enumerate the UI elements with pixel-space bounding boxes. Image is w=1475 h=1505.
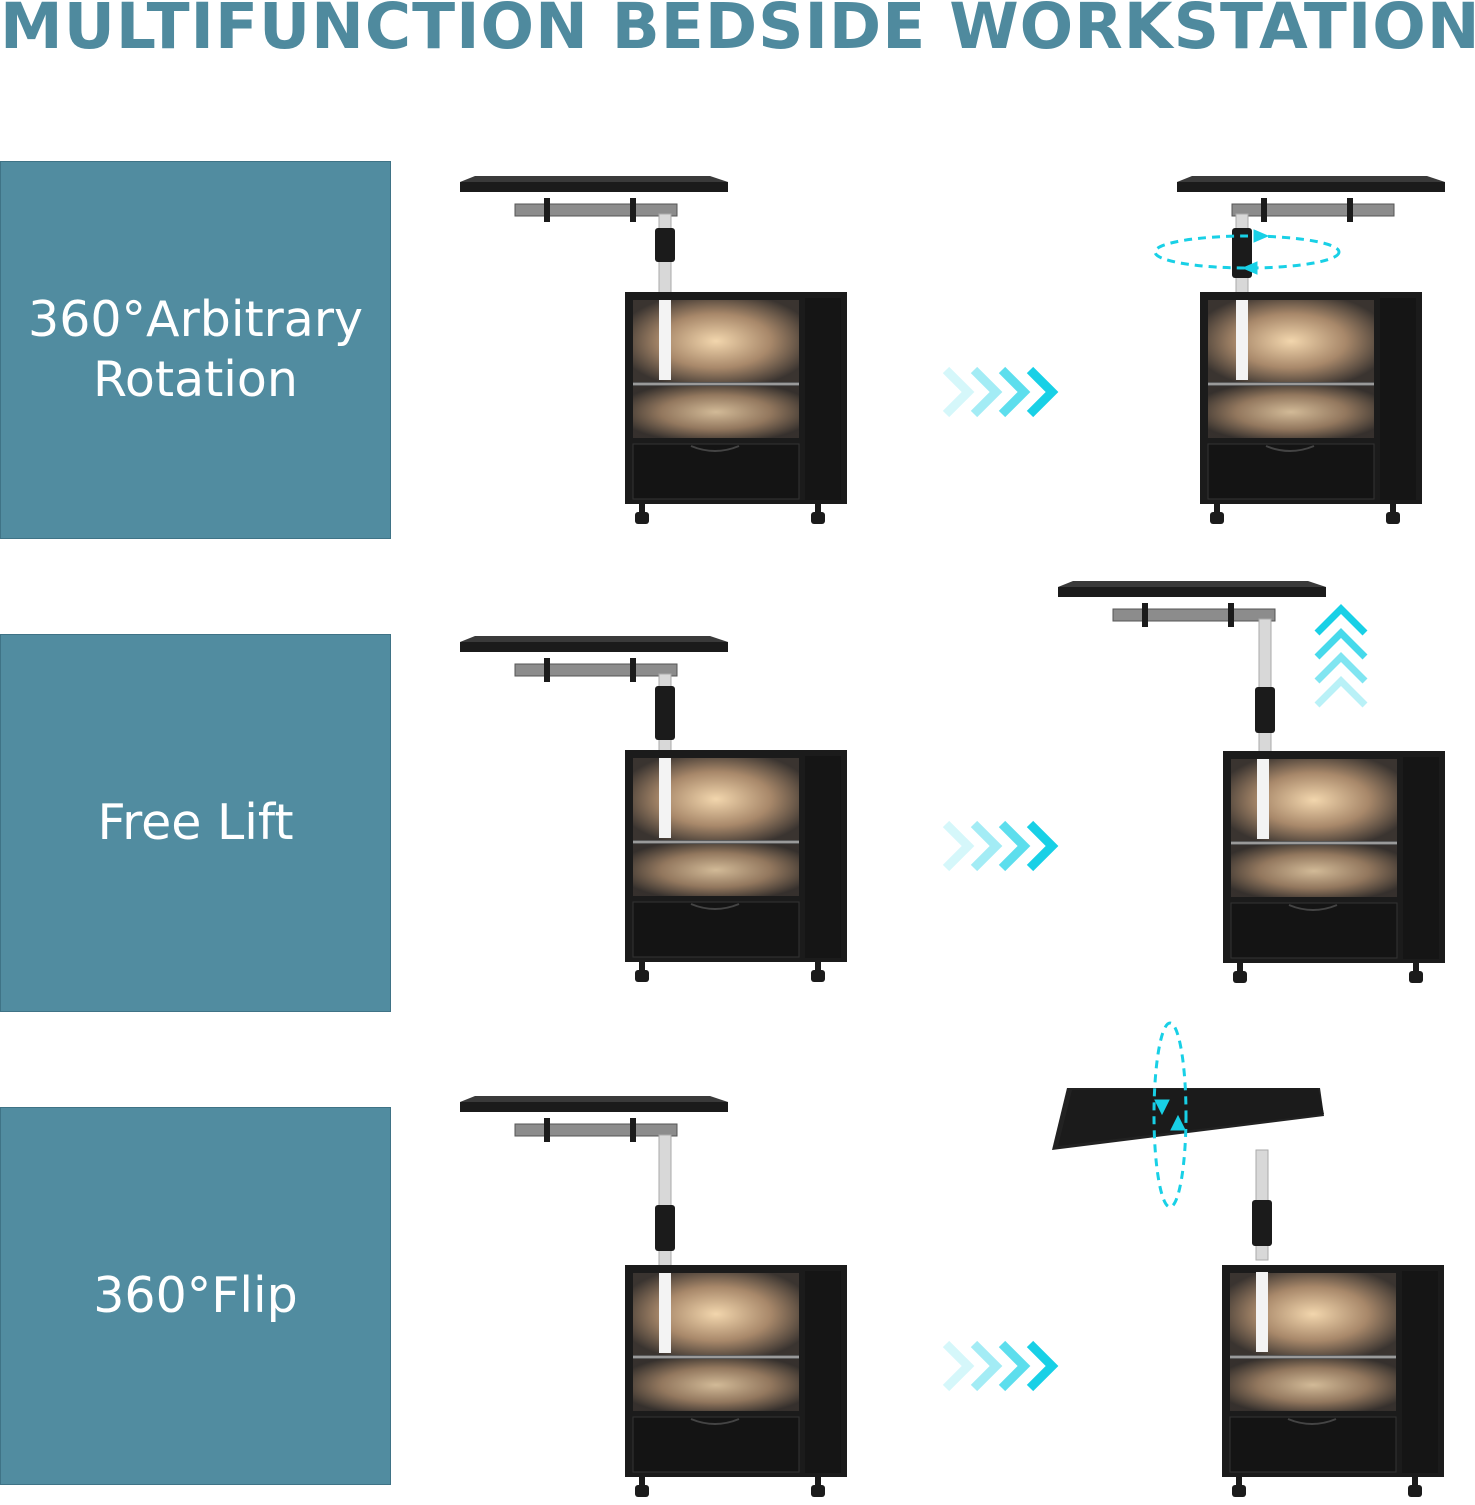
- chevron-right-arrows-icon: [942, 362, 1067, 422]
- nightstand-flipped-image: [1052, 1021, 1452, 1500]
- chevron-right-arrows-icon: [942, 1336, 1067, 1396]
- chevron-right-arrows-icon: [942, 816, 1067, 876]
- nightstand-before-image: [455, 170, 855, 540]
- rotate-horizontal-icon: [1153, 229, 1341, 275]
- nightstand-rotated-image: [1153, 170, 1462, 540]
- feature-panel-flip: 360°Flip: [0, 1107, 391, 1485]
- nightstand-lifted-image: [1055, 575, 1455, 990]
- lift-up-icon: [1314, 604, 1368, 708]
- feature-label: 360°Arbitrary Rotation: [28, 291, 363, 408]
- page-title: MULTIFUNCTION BEDSIDE WORKSTATION: [0, 0, 1475, 63]
- nightstand-before-image: [455, 1085, 855, 1505]
- feature-panel-lift: Free Lift: [0, 634, 391, 1012]
- flip-vertical-icon: [1152, 1021, 1188, 1209]
- feature-label: Free Lift: [97, 794, 294, 851]
- feature-label: 360°Flip: [93, 1267, 298, 1324]
- feature-panel-rotation: 360°Arbitrary Rotation: [0, 161, 391, 539]
- nightstand-before-image: [455, 630, 855, 990]
